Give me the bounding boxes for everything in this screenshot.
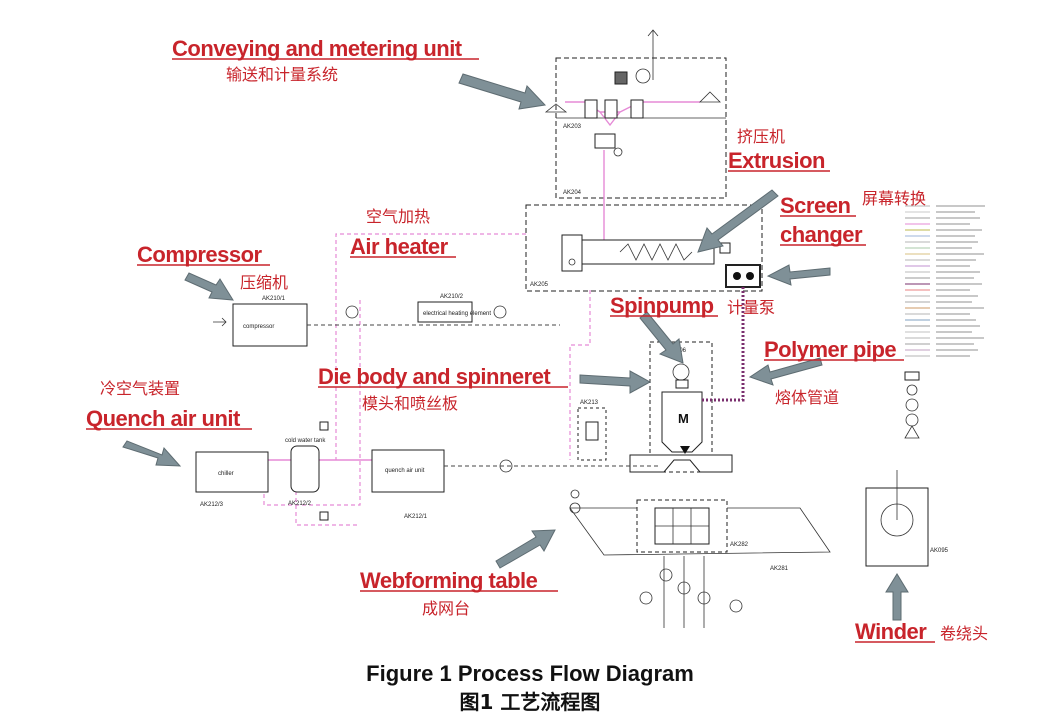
compressor-drawing: compressor AK210/1 (213, 296, 560, 347)
winder-drawing: AK095 (865, 470, 949, 567)
arrow-polymer-pipe (748, 357, 823, 386)
labels: Conveying and metering unit 输送和计量系统 挤压机 … (86, 36, 988, 644)
legend-block (904, 205, 985, 439)
figure-caption: Figure 1 Process Flow Diagram 图1 工艺流程图 (0, 660, 1060, 716)
tag-ak205: AK205 (530, 282, 549, 288)
label-webforming-en: Webforming table (360, 568, 538, 593)
label-polymer-pipe-zh: 熔体管道 (775, 388, 839, 407)
extrusion-unit-drawing: AK205 (525, 150, 763, 292)
tag-ak203: AK203 (563, 124, 582, 130)
figure-caption-zh: 图1 工艺流程图 (459, 690, 601, 714)
compressor-box-label: compressor (243, 324, 274, 330)
chiller-box-label: chiller (218, 471, 234, 477)
air-heater-box-label: electrical heating element (423, 311, 491, 317)
label-winder-en: Winder (855, 619, 927, 644)
label-polymer-pipe-en: Polymer pipe (764, 337, 896, 362)
label-spinpump-en: Spinpump (610, 293, 714, 318)
die-body-drawing: AK206 M AK213 (577, 341, 733, 473)
label-extrusion-zh: 挤压机 (737, 127, 785, 146)
quench-air-drawing: chiller AK212/3 cold water tank AK212/2 … (195, 421, 660, 521)
arrow-spinpump (639, 311, 684, 364)
process-flow-diagram: AK203 AK204 AK205 compressor AK210/1 (86, 29, 988, 644)
tag-ak212-1: AK212/1 (404, 514, 428, 520)
conveying-unit-drawing: AK203 AK204 (544, 29, 727, 199)
tag-ak213: AK213 (580, 400, 599, 406)
tag-ak281: AK281 (770, 566, 789, 572)
tag-ak210-1: AK210/1 (262, 296, 286, 302)
webforming-drawing: AK282 AK281 (569, 489, 831, 628)
air-heater-drawing: electrical heating element AK210/2 (417, 294, 491, 323)
quench-air-box-label: quench air unit (385, 468, 425, 474)
tag-ak282: AK282 (730, 542, 749, 548)
label-die-body-zh: 模头和喷丝板 (362, 394, 458, 413)
tag-ak095: AK095 (930, 548, 949, 554)
arrow-webforming (495, 529, 556, 569)
arrow-screen-changer (766, 264, 831, 286)
tag-ak204: AK204 (563, 190, 582, 196)
motor-symbol: M (678, 411, 689, 426)
tag-ak212-2: AK212/2 (288, 501, 312, 507)
tag-ak210-2: AK210/2 (440, 294, 464, 300)
polymer-pipe-line (700, 287, 745, 402)
label-conveying-en: Conveying and metering unit (172, 36, 463, 61)
pointer-arrows (122, 73, 909, 621)
label-screen-en-2: changer (780, 222, 863, 247)
label-air-heating-zh: 空气加热 (366, 207, 430, 226)
label-air-heater-en: Air heater (350, 234, 449, 259)
label-quench-zh: 冷空气装置 (100, 379, 180, 398)
arrow-die-body (579, 370, 652, 394)
arrow-winder (885, 573, 909, 621)
arrow-compressor (184, 272, 234, 301)
label-quench-en: Quench air unit (86, 406, 241, 431)
arrow-conveying (458, 73, 547, 110)
label-screen-zh: 屏幕转换 (862, 189, 926, 208)
tag-ak212-3: AK212/3 (200, 502, 224, 508)
label-winder-zh: 卷绕头 (940, 624, 988, 643)
arrow-quench (122, 440, 182, 467)
arrow-extrusion (697, 189, 779, 253)
cold-water-tank-label: cold water tank (285, 438, 326, 444)
figure-caption-en: Figure 1 Process Flow Diagram (366, 661, 694, 686)
label-compressor-zh: 压缩机 (240, 273, 288, 292)
label-die-body-en: Die body and spinneret (318, 364, 551, 389)
label-spinpump-zh: 计量泵 (727, 298, 775, 317)
label-webforming-zh: 成网台 (422, 599, 470, 618)
label-conveying-zh: 输送和计量系统 (226, 65, 338, 84)
label-extrusion-en: Extrusion (728, 148, 825, 173)
label-compressor-en: Compressor (137, 242, 263, 267)
label-screen-en-1: Screen (780, 193, 850, 218)
